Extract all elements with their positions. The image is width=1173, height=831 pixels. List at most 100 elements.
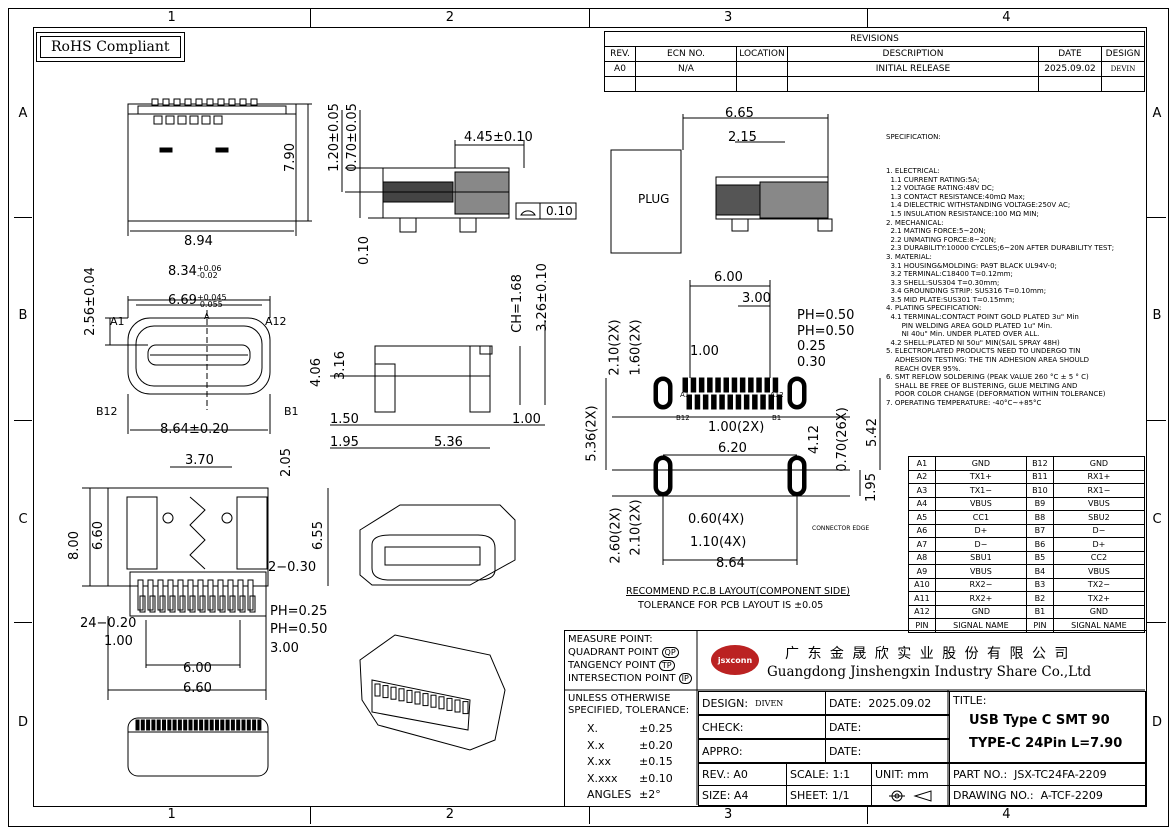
dim-front-w2-val: 6.69 [168,293,197,308]
front-view [105,296,271,434]
label-a1: A1 [110,315,125,328]
tol-key: X.xx [587,755,612,768]
spec-line: 1.1 CURRENT RATING:5A; [886,175,980,184]
top-pin [173,98,181,106]
pin-cell: RX1− [1052,483,1146,498]
dim-pcb-d10: 8.64 [716,556,745,571]
iso-view-bottom [359,634,506,751]
dim-pcb-d1: 6.00 [714,270,743,285]
rear-pin [188,719,193,731]
spec-line: 4. PLATING SPECIFICATION: [886,304,982,313]
top-pin [239,98,247,106]
pcb-pad-row-a [772,377,779,393]
zone-col: 2 [310,806,588,824]
part-label: PART NO.: [953,768,1008,781]
datum-a: A [204,312,210,321]
drawing-inner-border [33,27,1147,807]
company-name-en: Guangdong Jinshengxin Industry Share Co.… [767,664,1092,680]
rear-pin [204,719,209,731]
top-pin [195,98,203,106]
rear-pin [162,719,166,731]
rear-pin [177,719,182,731]
pcb-pad-row-a [682,377,688,393]
spec-line: ADHESION TESTING: THE TIN ADHESION AREA … [886,356,1090,365]
spec-line: 3.5 MID PLATE:SUS301 T=0.15mm; [886,295,1015,304]
rear-pin [241,719,246,731]
sheet-cell: SHEET: 1/1 [786,785,872,806]
spec-line: POOR COLOR CHANGE (DEFORMATION WITHIN TO… [886,390,1106,399]
zone-row: D [17,715,28,730]
dim-bot-d4: 24−0.20 [80,616,137,631]
iso-pin [382,685,389,699]
top-window [153,115,163,125]
dim-bot-ph2: PH=0.50 [270,622,328,637]
iso-pin [438,696,445,710]
pcb-pad-row-a [690,377,697,393]
dim-pcb-d9: 1.10(4X) [690,535,747,550]
iso-view-top [359,504,516,586]
rear-pin [199,719,204,731]
side-view-2 [330,320,546,449]
pcb-pad-row-b [768,394,774,410]
date-cell-2: DATE: [825,715,950,739]
bottom-pin-lower [199,595,206,613]
pcb-pad-row-b [752,394,758,410]
drawing-no-cell: DRAWING NO.: A-TCF-2209 [949,785,1146,806]
rear-pin [209,719,214,731]
tol-value: ±0.20 [639,738,673,752]
dim-pcb-d2: 3.00 [742,291,771,306]
dim-bot-d1: 3.70 [185,453,214,468]
dim-bot-d3: 2−0.30 [268,560,317,575]
tol-row: X.xxx±0.10 [587,771,707,788]
iso-pin [422,693,429,707]
dim-pcb-d8: 0.60(4X) [688,512,745,527]
dim-pcb-d4: 0.30 [797,355,826,370]
rear-pin [135,719,140,731]
rear-pin [193,719,198,731]
dim-bot-d5: 1.00 [104,634,133,649]
pin-cell: VBUS [934,496,1027,511]
spec-line: 7. OPERATING TEMPERATURE: -40°C~+85°C [886,399,1042,407]
zone-row: A [1152,106,1162,121]
dim-side2-w2: 1.00 [512,412,541,427]
pcb-pad-row-a [715,377,721,393]
dim-side2-w4: 5.36 [434,435,463,450]
dim-side-d1: 1.20±0.05 [326,103,342,172]
design-cell: DESIGN: DIVEN [698,691,826,715]
bottom-pin-lower [239,595,246,613]
dim-plug-d1: 6.65 [725,106,754,121]
dim-side2-w3: 1.95 [330,435,359,450]
plug-view [610,114,833,254]
pin-header: PIN [908,618,936,633]
company-logo: jsxconn [711,645,759,675]
dim-pcb-h7: 1.95 [863,473,879,502]
rear-pin [230,719,235,731]
spec-line: 4.2 SHELL:PLATED NI 50u" MIN(SAIL SPRAY … [886,338,1060,347]
spec-line: 6. SMT REFLOW SOLDERING (PEAK VALUE 260 … [886,373,1089,382]
dim-pcb-d7: 6.20 [718,441,747,456]
zone-row: C [1152,512,1162,527]
dim-pcb-h9: 2.10(2X) [628,499,644,556]
quadrant-point: QUADRANT POINT QP [568,646,692,659]
pin-cell: B12 [1025,456,1054,471]
iso-pin [454,699,461,713]
appro-cell: APPRO: [698,739,826,763]
tol-row: ANGLES±2° [587,787,707,804]
zone-row: B [18,308,28,323]
specification: SPECIFICATION: 1. ELECTRICAL: 1.1 CURREN… [886,116,1141,416]
rear-pin [215,719,219,731]
dim-side-d2: 0.70±0.05 [344,103,360,172]
spec-line: 3.4 GROUNDING STRIP: SUS316 T=0.10mm; [886,287,1047,296]
pcb-label-a1: A1 [680,391,690,399]
dim-pcb-d3: 0.25 [797,339,826,354]
pin-cell: A3 [908,483,936,498]
connector-edge-label: CONNECTOR EDGE [812,525,870,532]
zone-col: 1 [167,807,176,822]
rear-pin [183,719,188,731]
tol-row: X.xx±0.15 [587,754,707,771]
dim-side-d4: 0.10 [356,236,372,265]
spec-line: 2. MECHANICAL: [886,218,944,227]
tol-plus: +0.06 [196,263,222,273]
iso-pin [414,691,421,705]
